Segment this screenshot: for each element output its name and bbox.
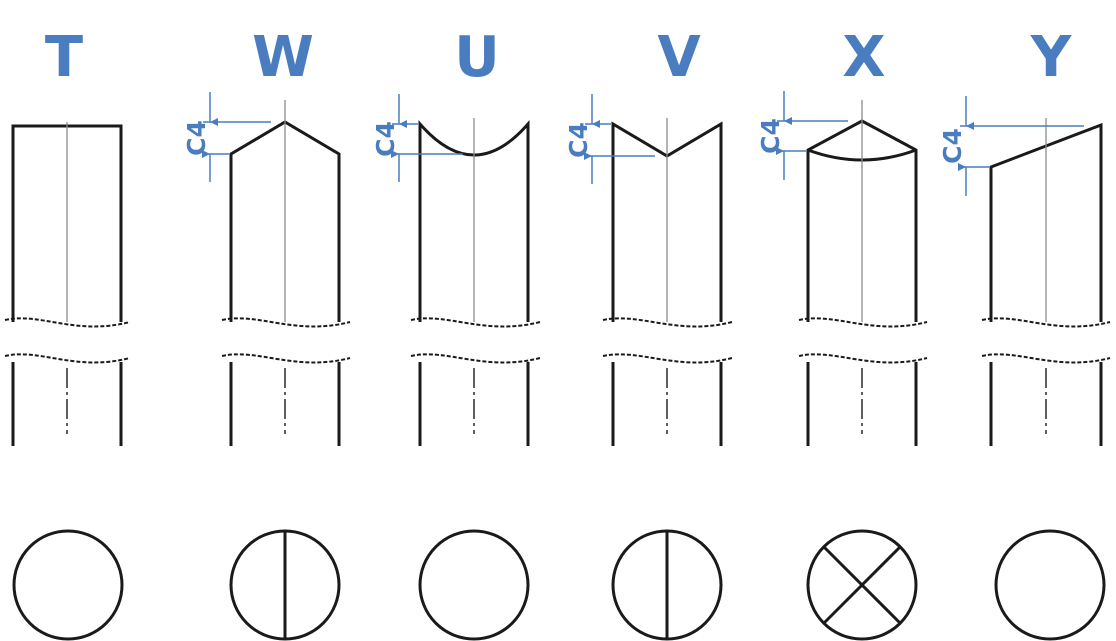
dimension-label-v: C4: [564, 122, 593, 158]
break-line-upper: [4, 317, 131, 328]
dimension-c4-u: [391, 94, 463, 182]
dimension-label-y: C4: [938, 128, 967, 164]
shape-w: W C4: [182, 25, 351, 641]
break-line-upper: [602, 317, 733, 328]
dimension-label-x: C4: [756, 118, 785, 154]
shape-v: V C4: [564, 25, 733, 641]
shape-letter-u: U: [454, 25, 499, 90]
end-view-t: [12, 529, 124, 641]
break-line-lower: [798, 353, 928, 364]
break-line-lower: [981, 353, 1111, 364]
dimension-label-w: C4: [182, 120, 211, 156]
break-line-lower: [4, 353, 131, 364]
lower-shank: [611, 362, 723, 446]
dimension-c4-y: [958, 96, 1084, 196]
lower-shank: [989, 362, 1103, 446]
shape-letter-t: T: [45, 25, 83, 90]
shape-t: T: [4, 25, 131, 641]
shape-x: X C4: [756, 25, 928, 641]
shape-letter-x: X: [842, 25, 885, 90]
shape-letter-v: V: [657, 25, 701, 90]
dimension-c4-x: [776, 91, 848, 180]
lower-shank: [806, 362, 918, 446]
shape-letter-w: W: [252, 25, 314, 90]
end-view-cross-line: [822, 545, 902, 625]
break-line-lower: [410, 353, 541, 364]
lower-shank: [418, 362, 530, 446]
end-view-circle: [418, 529, 530, 641]
dimension-c4-v: [584, 94, 655, 184]
end-view-circle: [806, 529, 918, 641]
shape-u: U C4: [371, 25, 541, 641]
end-view-circle: [12, 529, 124, 641]
break-line-upper: [410, 317, 541, 328]
end-view-circle: [994, 529, 1106, 641]
dimension-c4-w: [202, 92, 271, 182]
shape-letter-y: Y: [1030, 25, 1073, 90]
lower-shank: [11, 362, 123, 446]
dimension-label-u: C4: [371, 121, 400, 157]
break-line-lower: [221, 353, 351, 364]
break-line-upper: [798, 317, 928, 328]
break-line-lower: [602, 353, 733, 364]
shape-y: Y C4: [938, 25, 1111, 641]
break-line-upper: [221, 317, 351, 328]
break-line-upper: [981, 317, 1111, 328]
lower-shank: [229, 362, 341, 446]
